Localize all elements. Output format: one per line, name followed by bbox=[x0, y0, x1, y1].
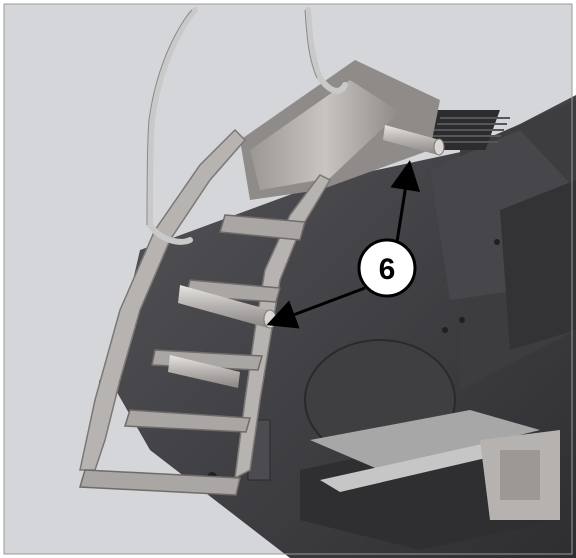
callout-leaders bbox=[266, 160, 421, 329]
callout-circle-icon bbox=[357, 238, 417, 298]
ladder-steps bbox=[79, 214, 306, 496]
leader-to-lower-pivot bbox=[266, 286, 366, 329]
handrail bbox=[147, 7, 348, 245]
handrail-outline bbox=[146, 9, 318, 226]
ladder-assembly bbox=[79, 60, 445, 496]
leader-to-upper-pivot bbox=[390, 160, 421, 249]
callout-bubble: 6 bbox=[357, 238, 417, 298]
callout-number: 6 bbox=[379, 253, 396, 286]
machine-frame bbox=[99, 95, 576, 558]
image-border bbox=[3, 3, 573, 555]
